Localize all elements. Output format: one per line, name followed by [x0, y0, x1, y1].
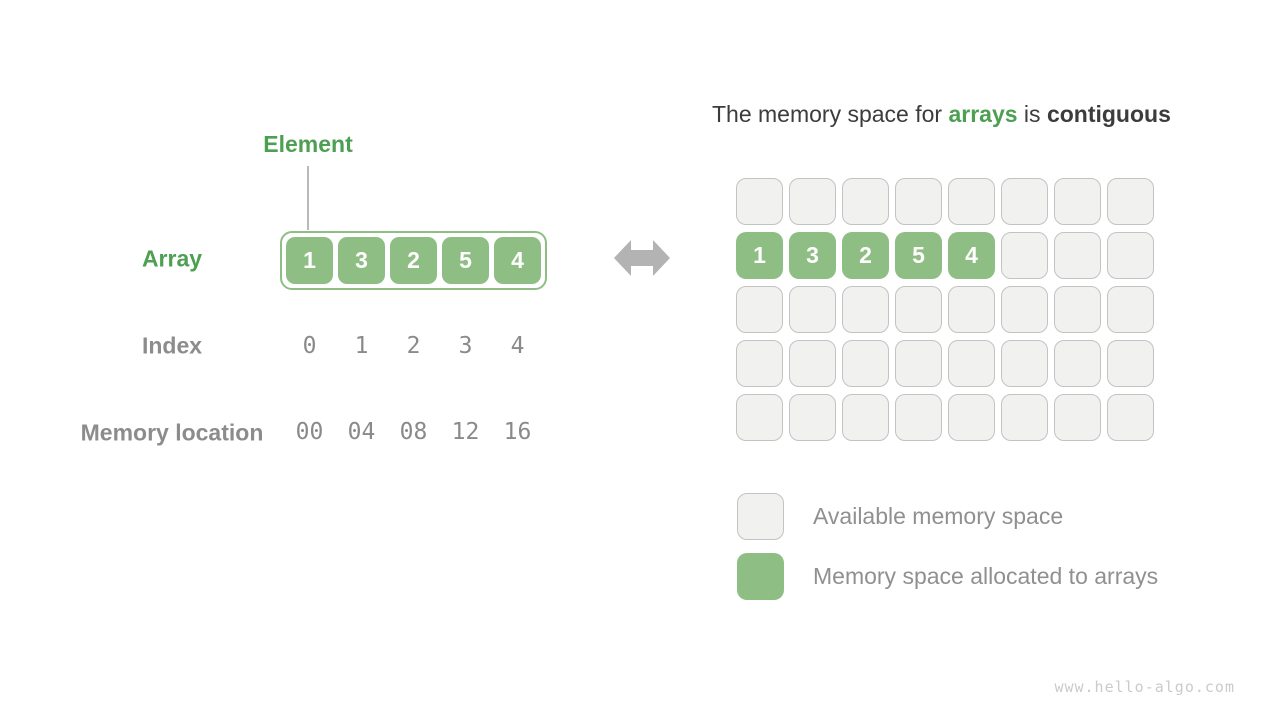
memory-cell-available — [1107, 286, 1154, 333]
array-element-cell: 4 — [494, 237, 541, 284]
memory-cell-available — [1107, 340, 1154, 387]
memory-location-value: 00 — [295, 419, 324, 445]
memory-cell-available — [1001, 286, 1048, 333]
memory-cell-available — [1107, 178, 1154, 225]
memory-cell-available — [895, 178, 942, 225]
memory-cell-allocated: 1 — [736, 232, 783, 279]
memory-cell-available — [1054, 178, 1101, 225]
index-value: 0 — [302, 333, 317, 359]
memory-location-value: 08 — [399, 419, 428, 445]
memory-cell-allocated: 4 — [948, 232, 995, 279]
memory-cell-available — [1001, 178, 1048, 225]
memory-cell-available — [789, 340, 836, 387]
memory-location-value: 12 — [451, 419, 480, 445]
memory-cell-available — [736, 286, 783, 333]
memory-location-value: 16 — [503, 419, 532, 445]
memory-cell-available — [842, 394, 889, 441]
legend-row: Memory space allocated to arrays — [737, 553, 1158, 600]
memory-cell-available — [736, 340, 783, 387]
memory-cell-available — [895, 394, 942, 441]
memory-cell-available — [1054, 394, 1101, 441]
array-label: Array — [141, 245, 203, 272]
memory-cell-available — [948, 286, 995, 333]
index-value: 1 — [354, 333, 369, 359]
title-arrays-word: arrays — [948, 101, 1018, 127]
memory-location-value: 04 — [347, 419, 376, 445]
array-element-cell: 5 — [442, 237, 489, 284]
memory-cell-available — [736, 178, 783, 225]
legend-row: Available memory space — [737, 493, 1158, 540]
title-contiguous-word: contiguous — [1046, 101, 1171, 127]
memory-cell-available — [789, 286, 836, 333]
memory-cell-available — [1001, 340, 1048, 387]
memory-cell-allocated: 5 — [895, 232, 942, 279]
double-arrow-icon — [614, 240, 670, 276]
memory-location-label: Memory location — [80, 419, 264, 446]
memory-cell-available — [736, 394, 783, 441]
memory-cell-available — [1001, 232, 1048, 279]
memory-cell-available — [1054, 340, 1101, 387]
memory-cell-available — [842, 340, 889, 387]
memory-cell-available — [1054, 286, 1101, 333]
memory-location-row: 00 04 08 12 16 — [286, 419, 541, 445]
array-element-cell: 3 — [338, 237, 385, 284]
memory-cell-available — [789, 178, 836, 225]
memory-cell-available — [842, 178, 889, 225]
memory-cell-available — [789, 394, 836, 441]
index-value: 3 — [458, 333, 473, 359]
memory-cell-available — [895, 340, 942, 387]
array-element-cell: 2 — [390, 237, 437, 284]
memory-cell-available — [1001, 394, 1048, 441]
memory-cell-available — [895, 286, 942, 333]
element-label: Element — [263, 131, 353, 157]
index-value: 4 — [510, 333, 525, 359]
watermark: www.hello-algo.com — [1054, 678, 1235, 696]
memory-cell-available — [948, 340, 995, 387]
memory-cell-available — [948, 394, 995, 441]
memory-cell-allocated: 3 — [789, 232, 836, 279]
memory-cell-available — [948, 178, 995, 225]
title-prefix: The memory space for — [712, 101, 949, 127]
index-value: 2 — [406, 333, 421, 359]
element-pointer-line — [307, 166, 309, 230]
array-element-cell: 1 — [286, 237, 333, 284]
legend-swatch-allocated — [737, 553, 784, 600]
memory-cell-allocated: 2 — [842, 232, 889, 279]
memory-cell-available — [1054, 232, 1101, 279]
memory-cell-available — [1107, 232, 1154, 279]
memory-cell-available — [1107, 394, 1154, 441]
title-mid: is — [1017, 101, 1047, 127]
legend-swatch-available — [737, 493, 784, 540]
legend-label: Available memory space — [813, 503, 1064, 529]
index-label: Index — [141, 332, 203, 359]
memory-title: The memory space for arrays is contiguou… — [712, 101, 1171, 128]
legend-label: Memory space allocated to arrays — [813, 563, 1159, 589]
index-row: 0 1 2 3 4 — [286, 333, 541, 359]
memory-cell-available — [842, 286, 889, 333]
